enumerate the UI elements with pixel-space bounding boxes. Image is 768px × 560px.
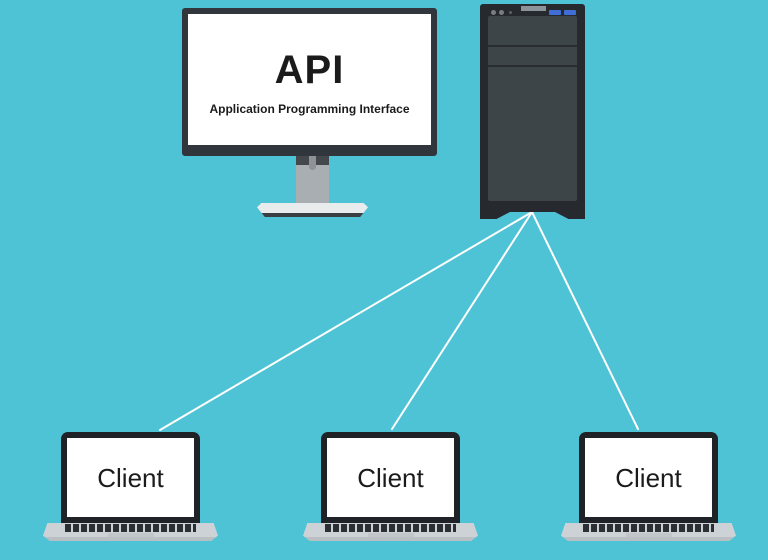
drive-bay-separator — [488, 45, 577, 47]
monitor-stand-neck — [296, 156, 329, 204]
laptop-client-2: Client — [303, 432, 478, 542]
laptop-screen: Client — [579, 432, 718, 523]
monitor-stand-slot — [309, 156, 316, 170]
laptop-base-edge — [561, 537, 736, 541]
laptop-keyboard — [65, 524, 196, 532]
monitor-stand-tab — [296, 156, 309, 165]
laptop-keyboard — [583, 524, 714, 532]
laptop-client-1: Client — [43, 432, 218, 542]
laptop-screen: Client — [321, 432, 460, 523]
monitor-stand-tab — [316, 156, 329, 165]
client-label: Client — [615, 462, 682, 493]
api-subtitle: Application Programming Interface — [209, 102, 410, 116]
laptop-display: Client — [585, 438, 712, 517]
monitor-stand-base — [257, 203, 368, 217]
laptop-base — [303, 523, 478, 541]
connection-line-server-client-2 — [391, 211, 533, 430]
laptop-trackpad — [625, 533, 672, 537]
laptop-display: Client — [67, 438, 194, 517]
server-led-icon — [509, 11, 512, 14]
server-tower — [480, 4, 585, 212]
monitor-stand-base-edge — [257, 213, 368, 217]
laptop-base — [43, 523, 218, 541]
laptop-screen: Client — [61, 432, 200, 523]
connection-line-server-client-3 — [531, 211, 639, 430]
usb-port-icon — [564, 10, 576, 15]
laptop-keyboard — [325, 524, 456, 532]
server-front-panel — [488, 16, 577, 201]
server-foot — [555, 212, 585, 219]
laptop-trackpad — [107, 533, 154, 537]
laptop-trackpad — [367, 533, 414, 537]
client-label: Client — [97, 462, 164, 493]
laptop-client-3: Client — [561, 432, 736, 542]
laptop-base — [561, 523, 736, 541]
server-power-button-icon — [491, 10, 496, 15]
api-title: API — [274, 48, 345, 92]
client-label: Client — [357, 462, 424, 493]
server-foot — [480, 212, 510, 219]
drive-bay-separator — [488, 65, 577, 67]
api-monitor-screen: API Application Programming Interface — [188, 14, 431, 145]
laptop-base-edge — [43, 537, 218, 541]
connection-line-server-client-1 — [159, 211, 533, 431]
api-monitor: API Application Programming Interface — [182, 8, 437, 156]
server-vent-slot — [521, 6, 546, 11]
server-reset-button-icon — [499, 10, 504, 15]
laptop-display: Client — [327, 438, 454, 517]
laptop-base-edge — [303, 537, 478, 541]
usb-port-icon — [549, 10, 561, 15]
